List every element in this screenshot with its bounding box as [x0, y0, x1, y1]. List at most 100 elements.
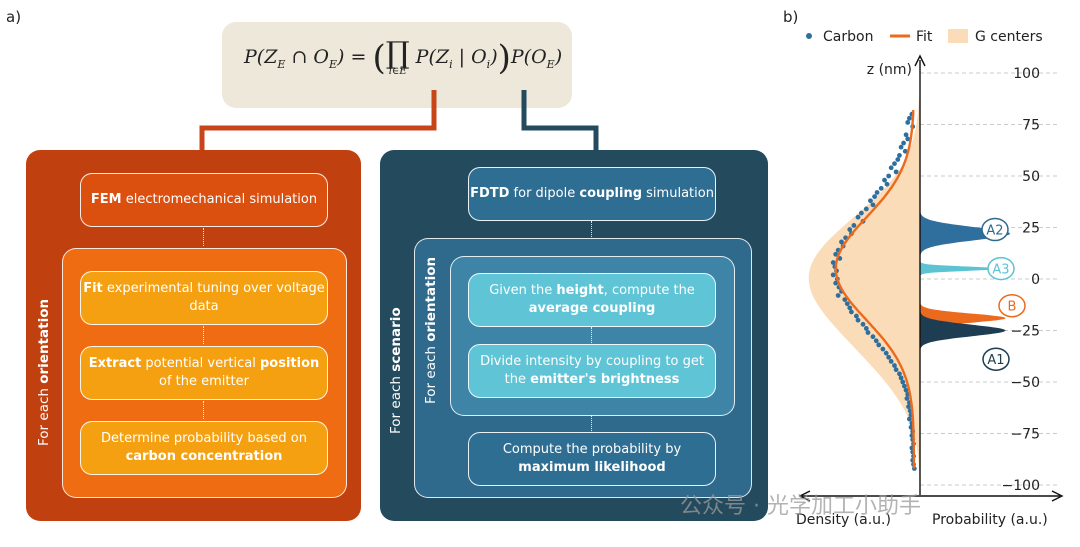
g-centers-area	[808, 97, 920, 485]
carbon-point	[855, 214, 861, 220]
scenario-label: For each scenario	[388, 307, 404, 434]
y-tick-label: 25	[1022, 221, 1040, 237]
fem-connector-dots	[203, 228, 204, 246]
carbon-point	[833, 251, 839, 257]
carbon-point	[868, 198, 873, 204]
carbon-point	[880, 346, 886, 352]
carbon-point	[905, 120, 911, 125]
carbon-point	[842, 297, 848, 302]
legend-gcenters-marker	[948, 29, 968, 43]
carbon-point	[905, 136, 911, 142]
fdtd-dots-2	[591, 415, 592, 431]
peak-a1	[920, 307, 1006, 354]
y-tick-label: −50	[1010, 375, 1040, 391]
peak-label-b-circle	[998, 293, 1026, 318]
peak-label-a2-circle	[981, 217, 1009, 242]
fdtd-step: FDTD for dipole coupling simulation	[468, 167, 716, 221]
y-tick-label: 75	[1022, 118, 1040, 134]
extract-step: Extract potential vertical position of t…	[80, 346, 328, 400]
carbon-point	[906, 416, 912, 422]
fem-step: FEM electromechanical simulation	[80, 173, 328, 227]
y-axis-label: z (nm)	[867, 62, 912, 78]
x-axis-left-arrow	[798, 490, 811, 502]
z-axis-arrow	[914, 54, 926, 67]
y-tick-label: 100	[1013, 66, 1040, 82]
peak-label-a1-circle	[982, 347, 1010, 371]
connector-lines	[199, 90, 599, 150]
fem-orientation-label: For each orientation	[36, 298, 52, 446]
carbon-point	[906, 404, 911, 410]
carbon-point	[903, 387, 909, 393]
carbon-point	[902, 383, 907, 389]
carbon-point	[903, 132, 909, 138]
peak-a3	[920, 260, 1003, 277]
equation: P(ZE ∩ OE) = (∏i∈E P(Zi | Oi))P(OE)	[244, 36, 563, 78]
carbon-point	[893, 367, 899, 373]
carbon-point	[906, 115, 912, 121]
fdtd-dots-1	[591, 327, 592, 343]
carbon-point	[853, 313, 859, 319]
peak-label-b: B	[1008, 300, 1017, 315]
legend-gcenters-label: G centers	[975, 29, 1043, 45]
carbon-point	[888, 165, 894, 171]
panel-a-label: a)	[6, 8, 22, 26]
determine-step: Determine probability based on carbon co…	[80, 421, 328, 475]
fem-dots-2	[203, 401, 204, 419]
probability-density-chart: 100 75 50 25 0 −25 −50 −75 −100 z (nm) Density (a.…	[796, 29, 1064, 528]
peak-b	[920, 300, 1006, 337]
fit-line	[834, 110, 916, 469]
carbon-point	[863, 206, 869, 212]
carbon-point	[874, 190, 880, 195]
connector-orange	[199, 90, 437, 150]
carbon-point	[886, 354, 892, 360]
legend-carbon-marker	[806, 33, 812, 39]
carbon-point	[839, 239, 844, 245]
carbon-point	[833, 280, 839, 286]
watermark: 公众号 · 光学加工小助手	[680, 494, 921, 519]
carbon-point	[830, 272, 836, 278]
carbon-point	[878, 185, 884, 191]
carbon-point	[870, 202, 876, 208]
x-label-density: Density (a.u.)	[796, 512, 891, 528]
carbon-point	[902, 148, 908, 154]
carbon-point	[860, 321, 866, 327]
carbon-point	[844, 301, 850, 307]
carbon-point	[835, 293, 841, 298]
peak-label-a2: A2	[986, 224, 1003, 239]
fdtd-connector-dots	[591, 221, 592, 237]
panel-b-label: b)	[783, 8, 799, 26]
carbon-point	[876, 342, 882, 348]
legend-fit-label: Fit	[916, 29, 933, 45]
peak-label-a1: A1	[987, 353, 1004, 368]
peak-label-a3: A3	[992, 263, 1009, 278]
orientation-label: For each orientation	[423, 256, 439, 404]
x-axis-right-arrow	[1051, 490, 1064, 502]
carbon-point	[870, 334, 876, 340]
carbon-point	[893, 169, 899, 175]
legend-carbon-label: Carbon	[823, 29, 873, 45]
carbon-point	[855, 317, 861, 323]
carbon-point	[904, 396, 910, 401]
carbon-point	[872, 194, 877, 200]
carbon-point	[886, 173, 892, 179]
x-label-probability: Probability (a.u.)	[932, 512, 1048, 528]
peak-label-a3-circle	[987, 256, 1015, 281]
y-tick-label: −100	[1002, 478, 1040, 494]
carbon-point	[898, 375, 904, 381]
y-tick-label: 50	[1022, 169, 1040, 185]
carbon-point	[884, 181, 890, 187]
y-tick-label: −75	[1010, 427, 1040, 443]
carbon-point	[897, 371, 902, 377]
brightness-step: Divide intensity by coupling to get the …	[468, 344, 716, 398]
fit-step: Fit experimental tuning over voltage dat…	[80, 271, 328, 325]
y-tick-label: 0	[1031, 272, 1040, 288]
carbon-point	[892, 161, 897, 167]
connector-blue	[521, 90, 599, 150]
average-coupling-step: Given the height, compute the average co…	[468, 273, 716, 327]
carbon-point	[883, 350, 889, 356]
carbon-point	[863, 326, 869, 331]
carbon-point	[900, 379, 906, 385]
carbon-point	[873, 338, 879, 344]
y-tick-label: −25	[1010, 324, 1040, 340]
fem-dots-1	[203, 326, 204, 344]
